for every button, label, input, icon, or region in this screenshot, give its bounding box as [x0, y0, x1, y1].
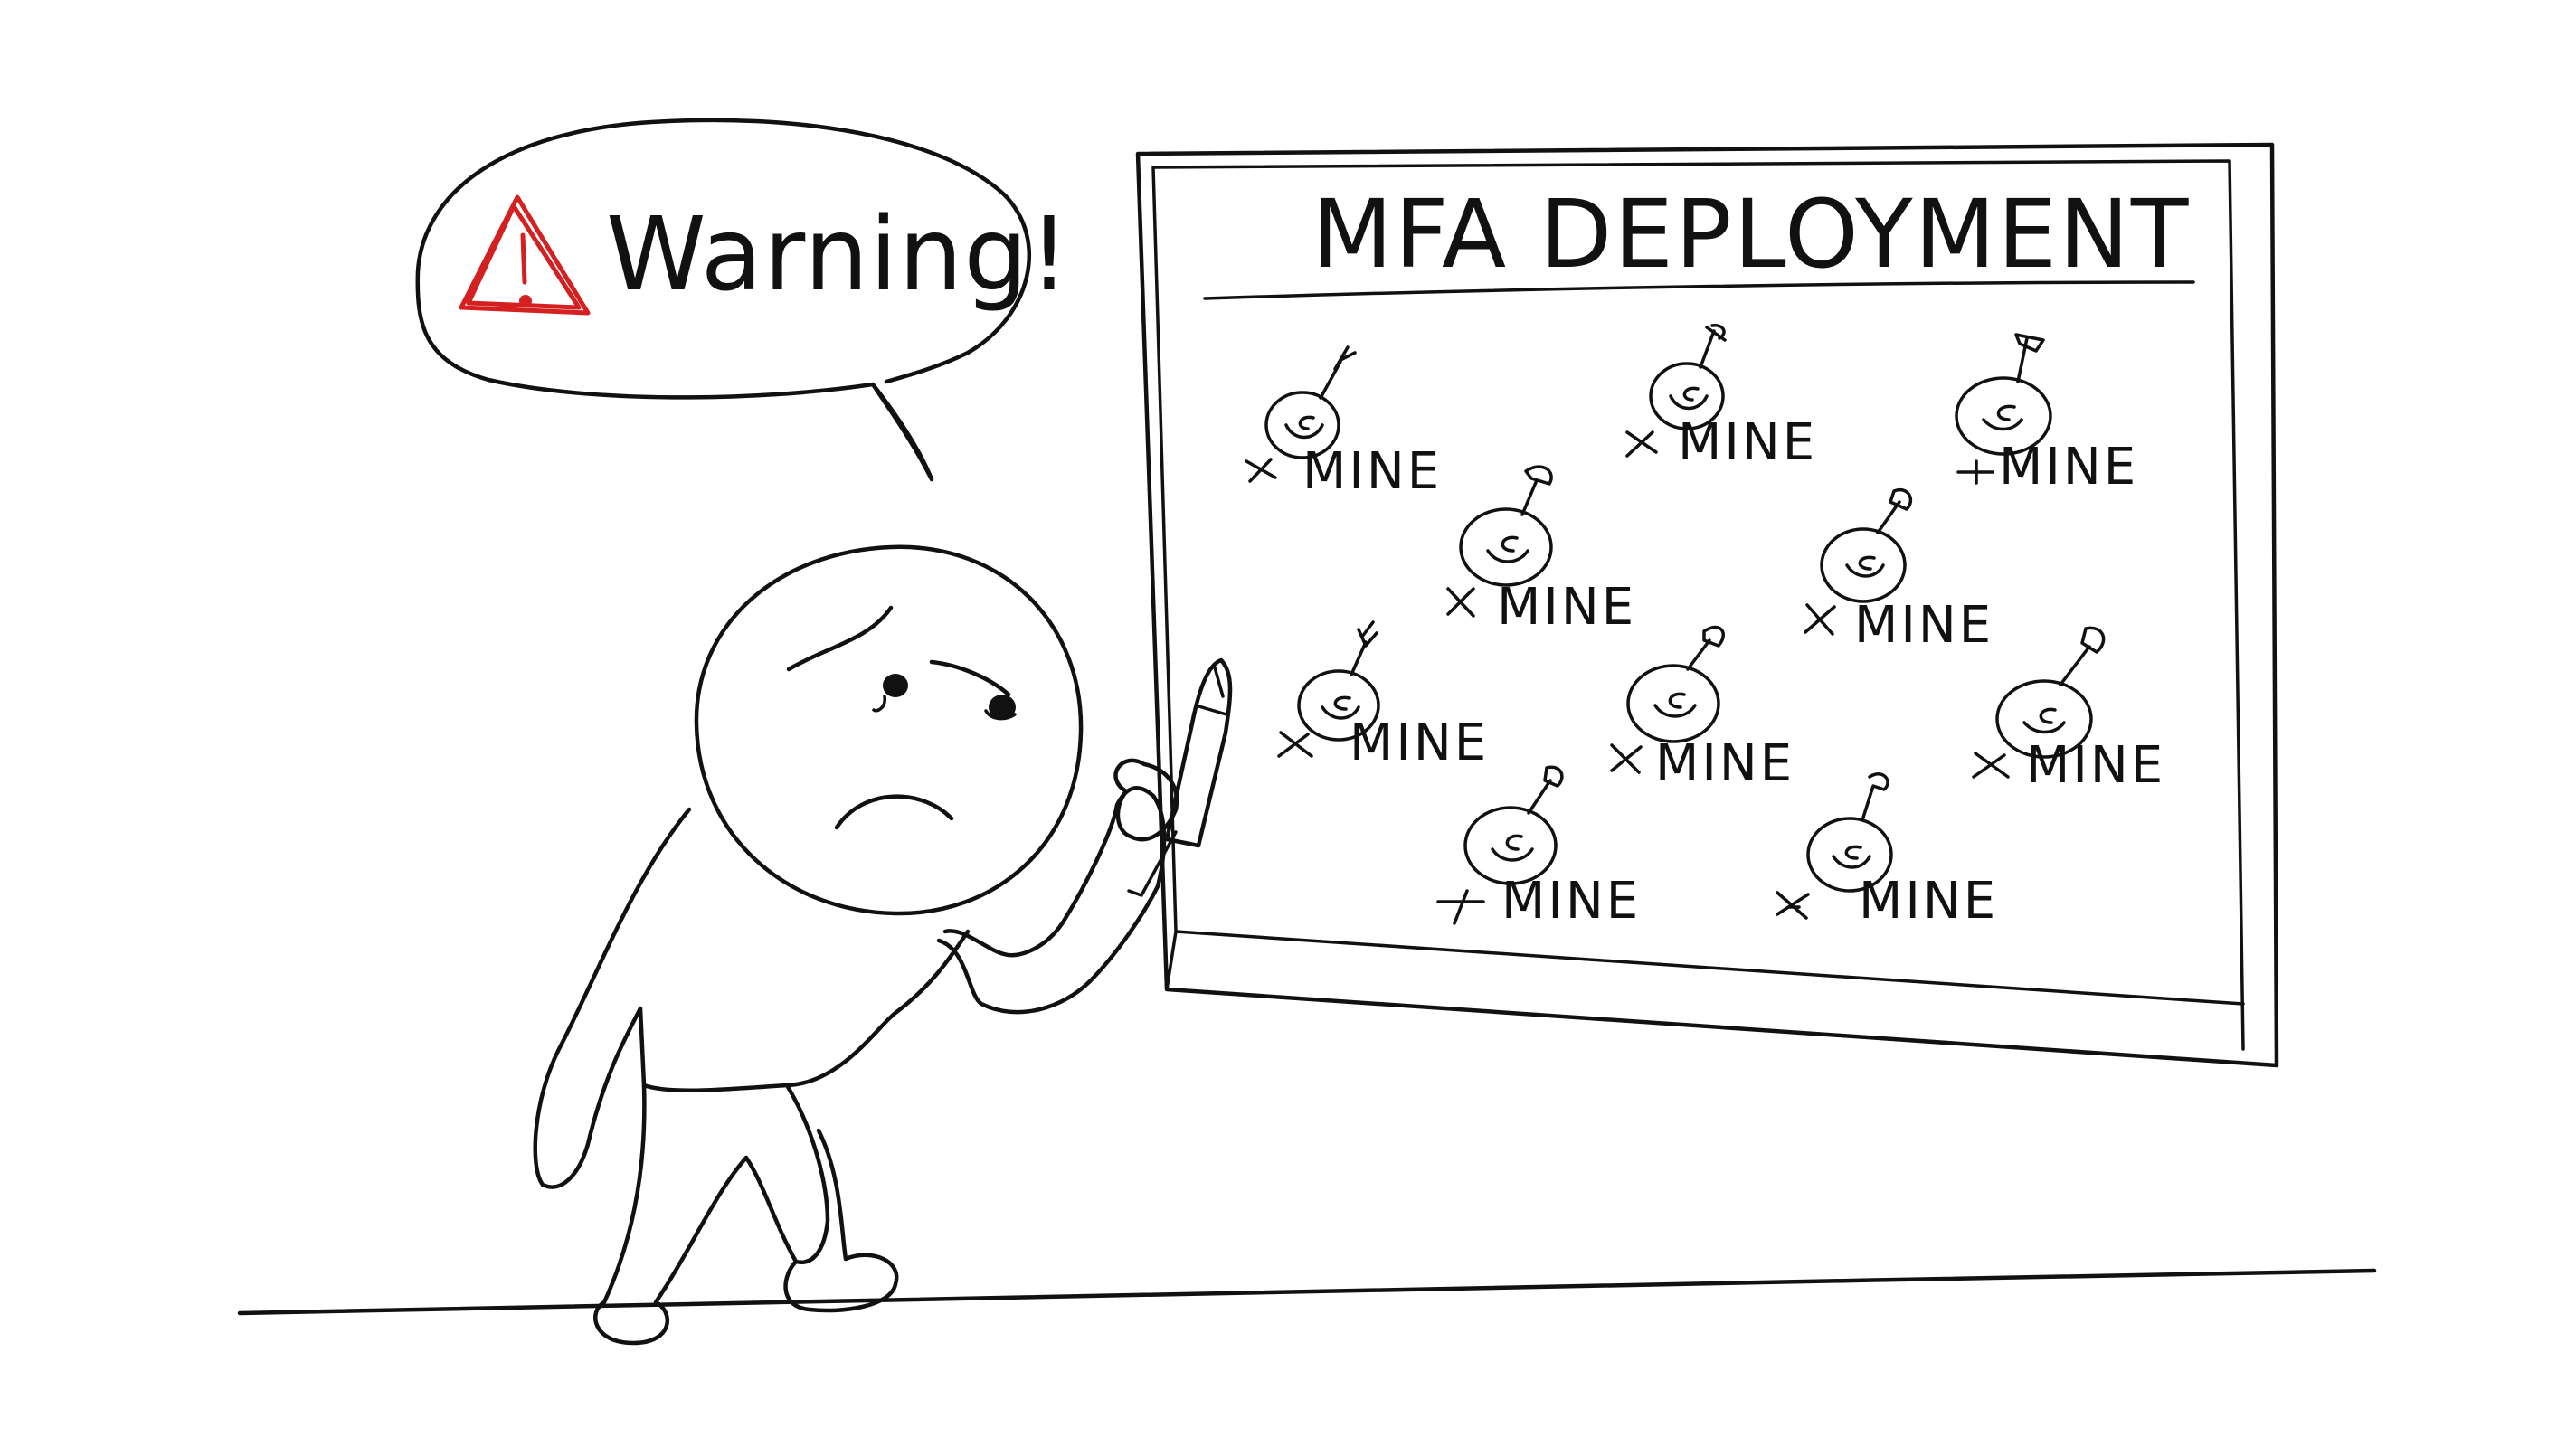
mine-label: MINE: [1350, 714, 1489, 772]
whiteboard-frame-inner: [1151, 159, 2245, 1051]
speech-bubble-outline: [415, 118, 1032, 482]
figure-eye: [872, 674, 908, 713]
mine-label: MINE: [1497, 578, 1636, 637]
figure-leg: [783, 1083, 899, 1313]
mine-label: MINE: [1859, 872, 1998, 931]
mine-marker: MINE: [1776, 772, 1998, 931]
mine-marker: MINE: [1277, 620, 1489, 772]
mine-label: MINE: [2026, 736, 2165, 795]
whiteboard-title: MFA DEPLOYMENT: [1312, 179, 2190, 289]
mine-label: MINE: [1854, 596, 1994, 655]
figure-frown: [834, 794, 954, 830]
figure-body: [533, 807, 971, 1189]
mine-marker: MINE: [1955, 333, 2138, 497]
speech-bubble: Warning!: [415, 118, 1070, 482]
mine-label: MINE: [1501, 872, 1641, 931]
mine-marker: MINE: [1625, 324, 1817, 472]
mine-marker: MINE: [1610, 625, 1795, 793]
figure-eye: [984, 695, 1017, 721]
figure-arm: [936, 786, 1167, 1015]
mine-marker: MINE: [1972, 626, 2165, 795]
figure-eyebrow: [786, 605, 894, 672]
figure-eyebrow: [929, 659, 1011, 697]
whiteboard: MFA DEPLOYMENT MINE MINE MINE: [1135, 142, 2279, 1068]
mine-marker: MINE: [1804, 487, 1994, 655]
mine-label: MINE: [1302, 442, 1442, 501]
worried-stick-figure: [533, 544, 1233, 1346]
figure-hand: [1113, 758, 1179, 842]
warning-triangle-icon: [459, 194, 591, 316]
mine-marker: MINE: [1245, 345, 1442, 501]
marker-pen-icon: [1127, 657, 1233, 897]
figure-leg: [593, 1083, 799, 1346]
ground-line: [237, 1268, 2377, 1316]
mine-marker: MINE: [1436, 765, 1641, 931]
warning-text: Warning!: [606, 196, 1070, 314]
mine-marker: MINE: [1446, 465, 1636, 637]
whiteboard-title-underline: [1203, 280, 2195, 300]
mine-label: MINE: [1678, 413, 1817, 472]
figure-head: [694, 544, 1084, 916]
mine-label: MINE: [1999, 438, 2138, 497]
mine-label: MINE: [1655, 734, 1795, 793]
